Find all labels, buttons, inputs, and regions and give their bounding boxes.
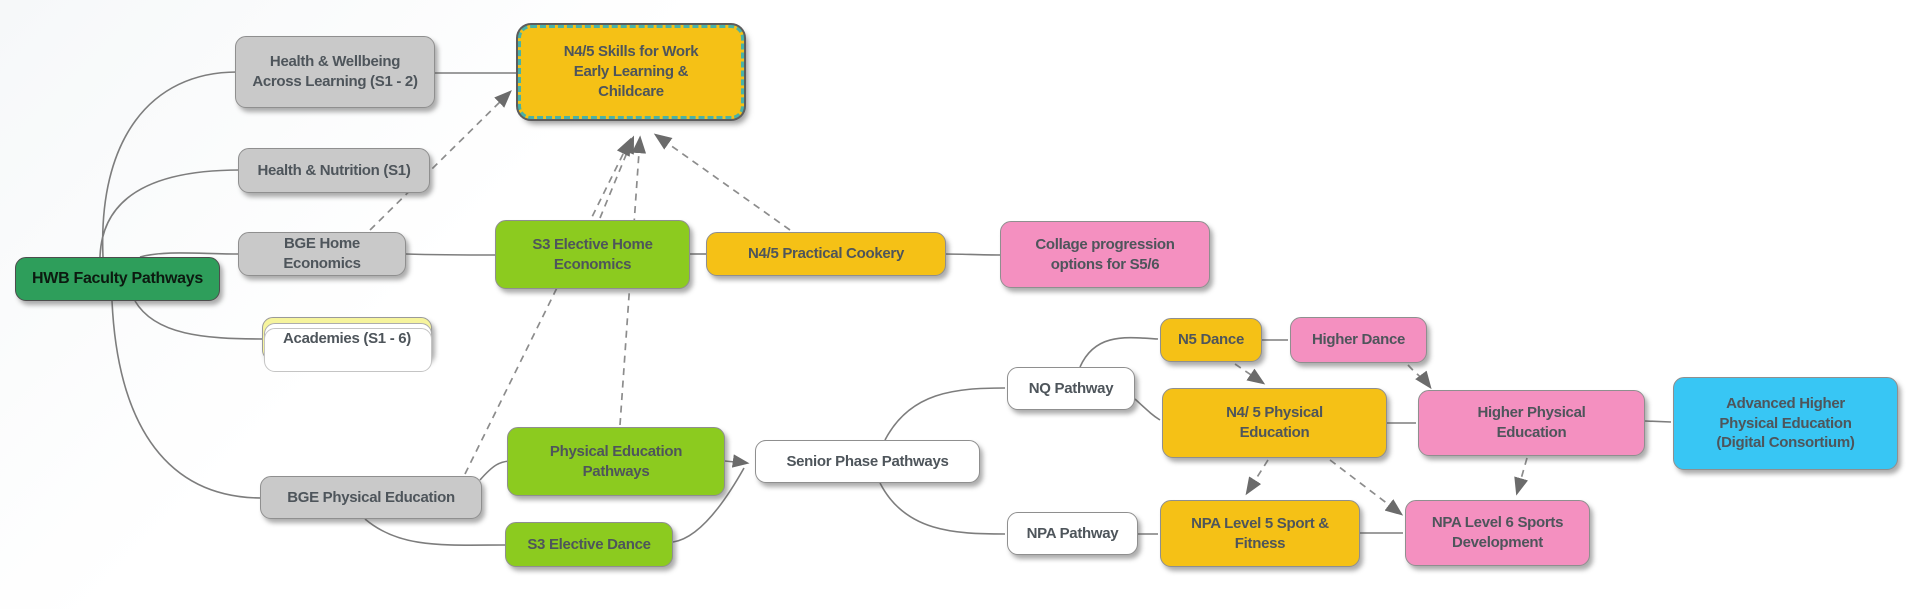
connector-bge-phys-ed-pe-pathways: [479, 460, 510, 481]
connector-senior-npa: [879, 482, 1006, 535]
connector-nq-n5-dance: [1079, 336, 1159, 368]
node-label: Physical Education Pathways: [549, 442, 683, 480]
node-npa-pathway[interactable]: NPA Pathway: [1007, 512, 1138, 555]
connector-senior-nq: [884, 387, 1006, 441]
progression-n45-pe-npa-l6: [1329, 459, 1404, 516]
node-label: NPA Level 5 Sport & Fitness: [1191, 514, 1329, 552]
node-npa-level6-sports-development[interactable]: NPA Level 6 Sports Development: [1405, 500, 1590, 566]
node-label: NQ Pathway: [1028, 379, 1114, 397]
progression-cookery-skills: [653, 133, 791, 231]
node-label: N4/5 Practical Cookery: [748, 245, 904, 263]
node-n45-skills-for-work-childcare[interactable]: N4/5 Skills for Work Early Learning & Ch…: [518, 25, 744, 119]
node-label: N4/ 5 Physical Education: [1226, 404, 1323, 441]
connector-root-bge-home-econ: [139, 252, 241, 258]
node-academies[interactable]: Academies (S1 - 6): [262, 317, 432, 372]
progression-higher-pe-npa-l6: [1514, 457, 1529, 496]
node-label: BGE Physical Education: [287, 488, 455, 506]
node-health-wellbeing-across-learning[interactable]: Health & Wellbeing Across Learning (S1 -…: [235, 36, 435, 108]
node-label: HWB Faculty Pathways: [32, 270, 203, 288]
node-label: S3 Elective Home Economics: [532, 235, 653, 273]
node-label: Collage progression options for S5/6: [1035, 235, 1175, 273]
node-label: N4/5 Skills for Work Early Learning & Ch…: [563, 43, 699, 100]
progression-bge-phys-ed-skills: [464, 137, 632, 475]
node-nq-pathway[interactable]: NQ Pathway: [1007, 367, 1135, 410]
node-label: Senior Phase Pathways: [786, 452, 949, 470]
node-label: BGE Home Economics: [283, 235, 361, 272]
node-hwb-faculty-pathways[interactable]: HWB Faculty Pathways: [15, 257, 220, 301]
node-label: N5 Dance: [1178, 331, 1244, 349]
node-senior-phase-pathways[interactable]: Senior Phase Pathways: [755, 440, 980, 483]
node-label: S3 Elective Dance: [527, 535, 651, 553]
connector-pe-pathways-senior: [724, 454, 750, 468]
node-label: Advanced Higher Physical Education (Digi…: [1716, 394, 1855, 452]
node-label: Health & Nutrition (S1): [257, 161, 411, 179]
node-higher-physical-education[interactable]: Higher Physical Education: [1418, 390, 1645, 456]
connector-higher-pe-adv-higher: [1644, 420, 1672, 423]
node-label: Higher Physical Education: [1477, 404, 1586, 441]
node-health-nutrition[interactable]: Health & Nutrition (S1): [238, 148, 430, 193]
node-physical-education-pathways[interactable]: Physical Education Pathways: [507, 427, 725, 496]
node-label: Higher Dance: [1311, 331, 1406, 349]
connector-root-health-nutrition: [99, 169, 241, 258]
progression-higher-dance-higher-pe: [1407, 364, 1432, 390]
node-label: NPA Level 6 Sports Development: [1431, 514, 1564, 551]
node-n45-physical-education[interactable]: N4/ 5 Physical Education: [1162, 388, 1387, 458]
node-advanced-higher-physical-education[interactable]: Advanced Higher Physical Education (Digi…: [1673, 377, 1898, 470]
progression-n5-dance-n45-pe: [1234, 363, 1266, 385]
node-n5-dance[interactable]: N5 Dance: [1160, 318, 1262, 362]
progression-n45-pe-npa-l5: [1245, 459, 1269, 496]
connector-root-bge-phys-ed: [111, 300, 263, 499]
node-n45-practical-cookery[interactable]: N4/5 Practical Cookery: [706, 232, 946, 276]
node-label: NPA Pathway: [1026, 524, 1119, 542]
node-collage-progression-options[interactable]: Collage progression options for S5/6: [1000, 221, 1210, 288]
connector-root-academies: [134, 300, 263, 340]
connector-cookery-collage: [944, 253, 1002, 256]
progression-s3-home-econ-skills: [599, 135, 635, 219]
connector-s3-dance-senior: [672, 467, 745, 543]
connector-root-hw-across: [101, 71, 238, 258]
node-label: Health & Wellbeing Across Learning (S1 -…: [252, 53, 418, 90]
node-label: Academies (S1 - 6): [283, 330, 411, 348]
node-s3-elective-dance[interactable]: S3 Elective Dance: [505, 522, 673, 567]
connector-bge-phys-ed-s3-dance: [364, 518, 507, 546]
node-bge-home-economics[interactable]: BGE Home Economics: [238, 232, 406, 276]
progression-bge-home-econ-skills: [369, 90, 512, 231]
connector-nq-n45-pe: [1134, 398, 1161, 421]
connector-bge-home-econ-s3-home-econ: [405, 253, 498, 256]
node-npa-level5-sport-fitness[interactable]: NPA Level 5 Sport & Fitness: [1160, 500, 1360, 567]
node-bge-physical-education[interactable]: BGE Physical Education: [260, 476, 482, 519]
node-s3-elective-home-economics[interactable]: S3 Elective Home Economics: [495, 220, 690, 289]
node-higher-dance[interactable]: Higher Dance: [1290, 317, 1427, 363]
